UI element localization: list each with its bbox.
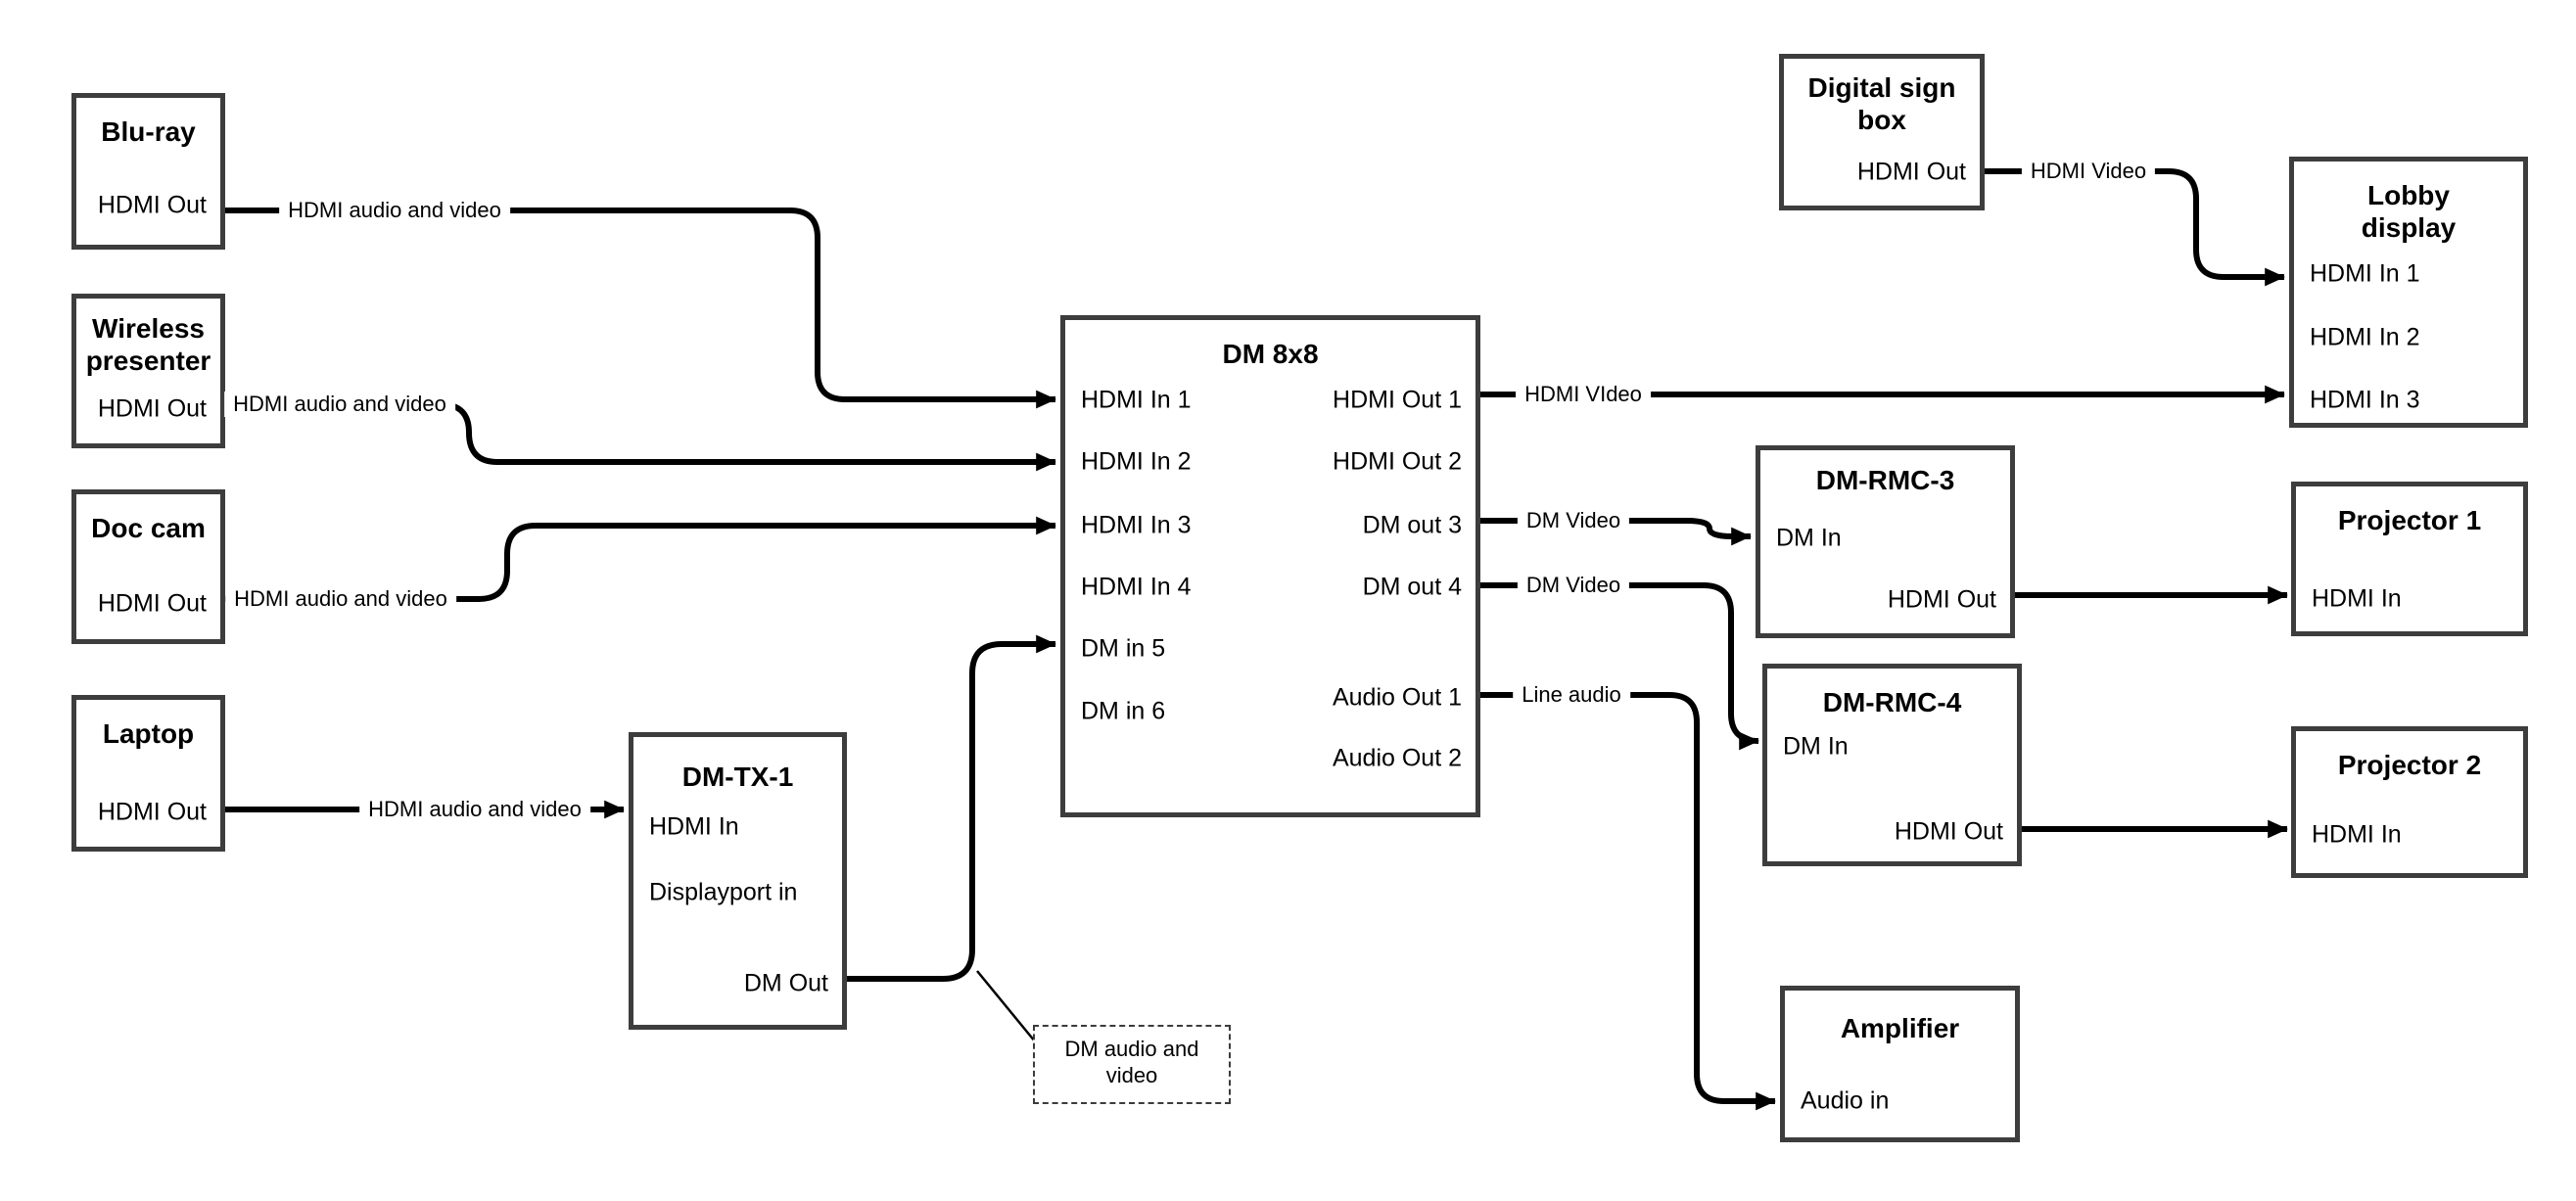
- annotation-dm-audio-video: DM audio and video: [1033, 1025, 1231, 1104]
- port-dm8x8-audio-out-2: Audio Out 2: [1332, 744, 1462, 772]
- port-doccam-hdmi-out: HDMI Out: [97, 589, 207, 618]
- node-projector-2: Projector 2 HDMI In: [2291, 726, 2528, 878]
- node-digital-sign-box-title: Digital sign box: [1807, 72, 1956, 136]
- port-dm8x8-dm-in-6: DM in 6: [1081, 697, 1166, 725]
- edge-label-hdmi-video-sign: HDMI Video: [2021, 159, 2156, 184]
- port-sign-hdmi-out: HDMI Out: [1856, 158, 1966, 186]
- edge-label-laptop-hdmi-av: HDMI audio and video: [359, 797, 590, 822]
- node-laptop: Laptop HDMI Out: [71, 695, 225, 852]
- port-rmc4-dm-in: DM In: [1783, 732, 1849, 761]
- port-dm8x8-hdmi-in-3: HDMI In 3: [1081, 511, 1192, 539]
- node-lobby-display: Lobby display HDMI In 1 HDMI In 2 HDMI I…: [2289, 157, 2528, 428]
- node-dm-tx-1-title: DM-TX-1: [681, 762, 794, 792]
- port-dmtx1-hdmi-in: HDMI In: [649, 812, 739, 841]
- edge-label-hdmi-video-out1: HDMI VIdeo: [1516, 382, 1651, 407]
- port-dm8x8-hdmi-in-4: HDMI In 4: [1081, 573, 1192, 601]
- edge-label-dm-video-out4: DM Video: [1517, 573, 1630, 598]
- node-amplifier-title: Amplifier: [1840, 1013, 1960, 1043]
- node-projector-2-title: Projector 2: [2337, 750, 2482, 780]
- node-projector-1: Projector 1 HDMI In: [2291, 482, 2528, 636]
- edge-sign-to-lobby-in1: [1985, 168, 2285, 287]
- node-projector-1-title: Projector 1: [2337, 505, 2482, 535]
- port-dmtx1-displayport-in: Displayport in: [649, 878, 798, 906]
- edge-bluray-to-dm8x8-in1: [225, 208, 1056, 409]
- port-projector2-hdmi-in: HDMI In: [2312, 820, 2402, 849]
- port-lobby-hdmi-in-1: HDMI In 1: [2310, 259, 2420, 288]
- port-rmc3-hdmi-out: HDMI Out: [1887, 585, 1996, 614]
- edge-label-wireless-hdmi-av: HDMI audio and video: [224, 392, 455, 417]
- port-dm8x8-dm-out-3: DM out 3: [1362, 511, 1462, 539]
- port-dm8x8-hdmi-in-2: HDMI In 2: [1081, 447, 1192, 476]
- edge-label-line-audio: Line audio: [1513, 682, 1630, 708]
- node-dm-rmc-3-title: DM-RMC-3: [1815, 465, 1955, 495]
- edge-dmtx1-dmout-to-dm8x8-in5: [847, 634, 1056, 982]
- port-dm8x8-dm-out-4: DM out 4: [1362, 573, 1462, 601]
- port-amplifier-audio-in: Audio in: [1801, 1086, 1890, 1115]
- port-dm8x8-dm-in-5: DM in 5: [1081, 634, 1166, 663]
- port-dm8x8-hdmi-in-1: HDMI In 1: [1081, 386, 1192, 414]
- edge-label-bluray-hdmi-av: HDMI audio and video: [279, 198, 510, 223]
- node-dm-rmc-4: DM-RMC-4 DM In HDMI Out: [1762, 664, 2022, 866]
- node-dm-rmc-4-title: DM-RMC-4: [1822, 687, 1962, 717]
- annotation-leader-line: [976, 970, 1036, 1042]
- edge-dm8x8-audioout1-to-amplifier: [1480, 692, 1776, 1111]
- port-dm8x8-audio-out-1: Audio Out 1: [1332, 683, 1462, 712]
- port-rmc3-dm-in: DM In: [1776, 524, 1842, 552]
- port-bluray-hdmi-out: HDMI Out: [97, 191, 207, 219]
- edge-label-doccam-hdmi-av: HDMI audio and video: [225, 586, 456, 612]
- node-bluray-title: Blu-ray: [101, 116, 196, 147]
- annotation-dm-audio-video-text: DM audio and video: [1064, 1037, 1199, 1087]
- edge-label-dm-video-out3: DM Video: [1517, 508, 1630, 533]
- port-dm8x8-hdmi-out-1: HDMI Out 1: [1333, 386, 1462, 414]
- node-bluray: Blu-ray HDMI Out: [71, 93, 225, 250]
- node-dm-tx-1: DM-TX-1 HDMI In Displayport in DM Out: [629, 732, 847, 1030]
- port-dm8x8-hdmi-out-2: HDMI Out 2: [1333, 447, 1462, 476]
- port-dmtx1-dm-out: DM Out: [743, 969, 828, 997]
- port-laptop-hdmi-out: HDMI Out: [97, 798, 207, 826]
- node-dm-8x8-title: DM 8x8: [1222, 339, 1319, 369]
- node-laptop-title: Laptop: [102, 718, 195, 749]
- edge-doccam-to-dm8x8-in3: [225, 516, 1056, 602]
- node-doc-cam-title: Doc cam: [91, 513, 206, 543]
- node-lobby-display-title: Lobby display: [2361, 180, 2457, 244]
- port-lobby-hdmi-in-3: HDMI In 3: [2310, 386, 2420, 414]
- node-digital-sign-box: Digital sign box HDMI Out: [1779, 54, 1985, 210]
- edge-dm8x8-dmout4-to-rmc4-dmin: [1480, 582, 1759, 751]
- node-wireless-presenter: Wireless presenter HDMI Out: [71, 294, 225, 448]
- port-rmc4-hdmi-out: HDMI Out: [1894, 817, 2003, 846]
- node-wireless-presenter-title: Wireless presenter: [85, 313, 211, 377]
- node-amplifier: Amplifier Audio in: [1780, 986, 2020, 1142]
- port-lobby-hdmi-in-2: HDMI In 2: [2310, 323, 2420, 351]
- node-doc-cam: Doc cam HDMI Out: [71, 489, 225, 644]
- port-projector1-hdmi-in: HDMI In: [2312, 584, 2402, 613]
- node-dm-rmc-3: DM-RMC-3 DM In HDMI Out: [1756, 445, 2015, 638]
- edge-dm8x8-dmout3-to-rmc3-dmin: [1480, 518, 1752, 546]
- node-dm-8x8: DM 8x8 HDMI In 1 HDMI In 2 HDMI In 3 HDM…: [1060, 315, 1480, 817]
- port-wireless-hdmi-out: HDMI Out: [97, 394, 207, 423]
